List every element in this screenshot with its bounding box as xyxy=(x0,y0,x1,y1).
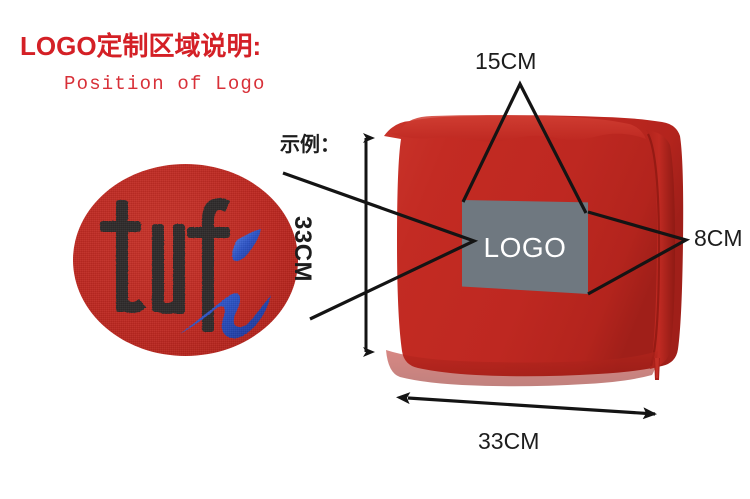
logo-placement-area[interactable]: LOGO xyxy=(462,200,588,294)
dimension-label-product-width: 33CM xyxy=(478,428,540,454)
embroidered-logo-artwork xyxy=(100,198,271,339)
page-title-english: Position of Logo xyxy=(64,73,266,95)
example-label: 示例： xyxy=(280,134,340,156)
page-title-chinese: LOGO定制区域说明: xyxy=(20,31,262,61)
accent-leaf-shape xyxy=(232,229,261,262)
dimension-label-product-height: 33CM xyxy=(289,216,316,283)
dimension-label-logo-height: 8CM xyxy=(694,225,743,251)
width-dimension-line xyxy=(396,392,657,420)
logo-placeholder-text: LOGO xyxy=(483,232,567,263)
embroidery-sample-swatch xyxy=(73,164,298,356)
cushion-bottom-shading xyxy=(386,350,658,387)
accent-swash-shape xyxy=(180,293,271,339)
zipper-pull-highlight xyxy=(655,358,659,378)
dimension-label-logo-width: 15CM xyxy=(475,48,537,74)
